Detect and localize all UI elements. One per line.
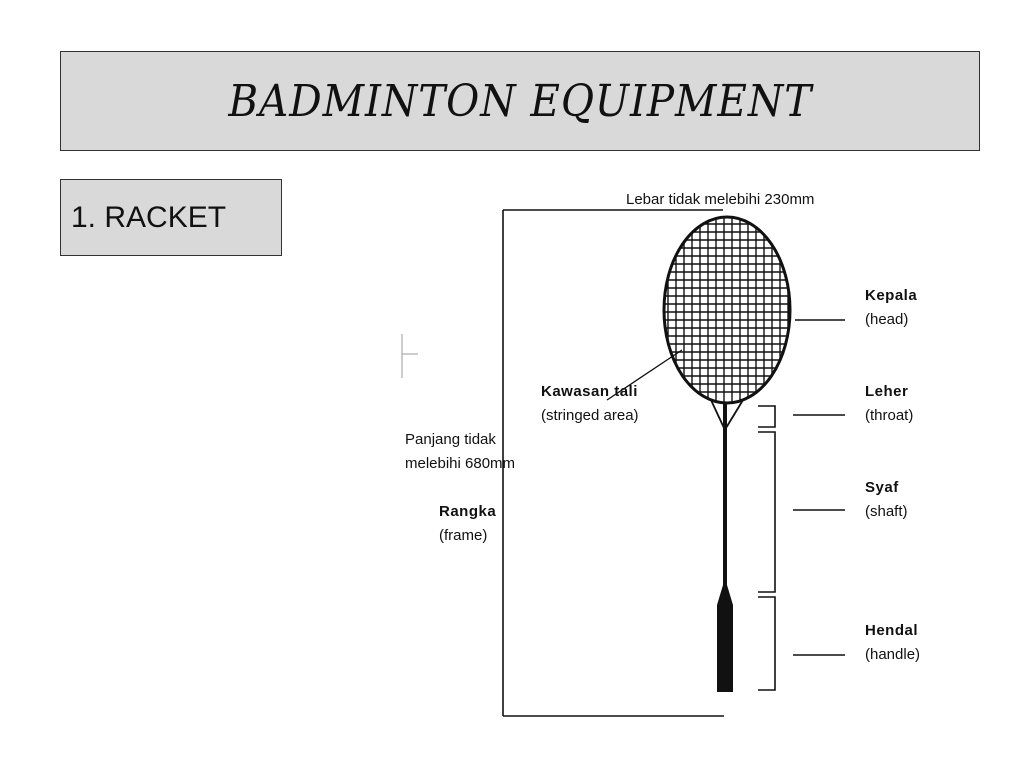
- handle-name: Hendal: [865, 622, 919, 639]
- throat-name: Leher: [865, 383, 909, 400]
- length-note-line2: melebihi 680mm: [405, 455, 516, 472]
- stringed-area-translation: (stringed area): [541, 407, 639, 424]
- title-banner: BADMINTON EQUIPMENT: [60, 51, 980, 151]
- racket-throat: [710, 399, 744, 429]
- racket-handle: [717, 585, 733, 692]
- part-brackets: [758, 405, 776, 691]
- stringed-area-name: Kawasan tali: [541, 383, 638, 400]
- page-title: BADMINTON EQUIPMENT: [228, 75, 812, 127]
- frame-name: Rangka: [439, 503, 497, 520]
- length-note: Panjang tidak melebihi 680mm: [405, 428, 515, 476]
- dimension-lines: [502, 209, 724, 717]
- head-translation: (head): [865, 311, 909, 328]
- label-throat: Leher (throat): [865, 380, 913, 428]
- throat-translation: (throat): [865, 407, 914, 424]
- section-heading: 1. RACKET: [71, 200, 227, 234]
- label-handle: Hendal (handle): [865, 619, 920, 667]
- label-head: Kepala (head): [865, 284, 917, 332]
- length-note-line1: Panjang tidak: [405, 431, 496, 448]
- shaft-translation: (shaft): [865, 503, 908, 520]
- string-grid: [664, 217, 790, 403]
- width-note: Lebar tidak melebihi 230mm: [626, 191, 815, 208]
- label-stringed-area: Kawasan tali (stringed area): [541, 380, 639, 428]
- head-name: Kepala: [865, 287, 918, 304]
- label-frame: Rangka (frame): [439, 500, 496, 548]
- faint-marker: [401, 334, 418, 378]
- section-heading-box: 1. RACKET: [60, 179, 282, 256]
- frame-translation: (frame): [439, 527, 488, 544]
- racket-head: [662, 215, 792, 405]
- shaft-name: Syaf: [865, 479, 899, 496]
- label-leaders: [793, 319, 845, 656]
- handle-translation: (handle): [865, 646, 921, 663]
- label-shaft: Syaf (shaft): [865, 476, 908, 524]
- stringed-area-pointer: [606, 349, 683, 401]
